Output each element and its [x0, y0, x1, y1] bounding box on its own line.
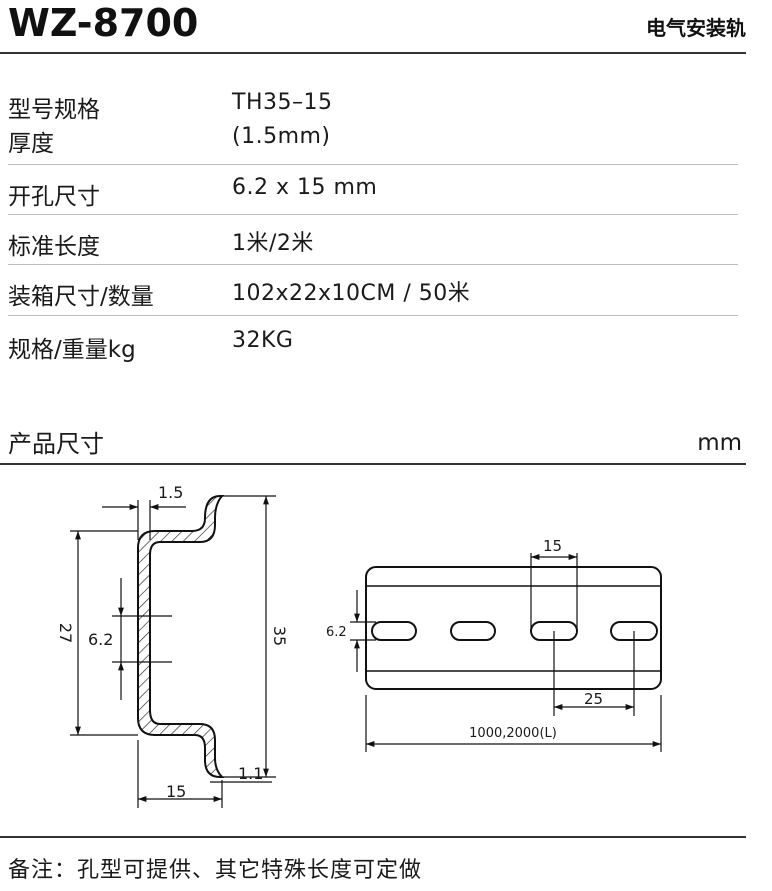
dim-total-height-label: 35 [270, 626, 289, 646]
product-category: 电气安装轨 [646, 16, 746, 40]
rail-profile-shape [137, 495, 225, 778]
spec-label: 开孔尺寸 [8, 184, 100, 210]
technical-drawing: 1.5 27 35 6.2 15 1.1 15 25 6.2 [56, 483, 662, 808]
dim-flange-width-label: 15 [166, 782, 186, 801]
top-view-dimensions [350, 553, 662, 752]
spec-row-box: 装箱尺寸/数量 102x22x10CM / 50米 [8, 265, 738, 316]
rail-top-view [365, 566, 662, 690]
spec-row-length: 标准长度 1米/2米 [8, 215, 738, 265]
slot-hole [371, 621, 417, 641]
dim-inner-height-label: 27 [56, 623, 75, 643]
unit-label: mm [697, 430, 742, 456]
dim-slot-height-label: 6.2 [326, 625, 347, 640]
model-number: WZ-8700 [8, 1, 199, 45]
rail-cross-section [137, 495, 225, 778]
section-title: 产品尺寸 [8, 430, 104, 458]
spec-row-model: 型号规格 厚度 TH35–15 (1.5mm) [8, 88, 738, 165]
rail-outline [365, 566, 662, 690]
spec-label: 规格/重量kg [8, 337, 136, 363]
cross-section-dimensions [70, 495, 276, 808]
spec-label: 型号规格 [8, 97, 100, 123]
slot-hole [450, 621, 496, 641]
dim-hole-height-label: 6.2 [88, 630, 113, 649]
dim-length-label: 1000,2000(L) [469, 726, 557, 741]
spec-label: 标准长度 [8, 234, 100, 260]
spec-value: 6.2 x 15 mm [232, 175, 378, 200]
spec-row-weight: 规格/重量kg 32KG [8, 316, 738, 366]
spec-label: 厚度 [8, 131, 54, 157]
spec-table: 型号规格 厚度 TH35–15 (1.5mm) 开孔尺寸 6.2 x 15 mm… [8, 88, 738, 366]
dim-slot-width-label: 15 [543, 537, 562, 555]
spec-row-hole: 开孔尺寸 6.2 x 15 mm [8, 165, 738, 215]
footer-divider [0, 836, 746, 838]
spec-value: 1米/2米 [232, 231, 314, 256]
spec-value: 102x22x10CM / 50米 [232, 281, 471, 306]
dim-thickness-label: 1.5 [158, 483, 183, 502]
header-divider [0, 52, 746, 54]
spec-value: 32KG [232, 328, 294, 353]
spec-value: (1.5mm) [232, 124, 331, 149]
remark-note: 备注：孔型可提供、其它特殊长度可定做 [8, 858, 423, 883]
dim-flange-thickness-label: 1.1 [238, 764, 263, 783]
spec-label: 装箱尺寸/数量 [8, 284, 154, 310]
spec-value: TH35–15 [232, 90, 333, 115]
dim-slot-pitch-label: 25 [584, 690, 603, 708]
section-divider [0, 463, 746, 465]
